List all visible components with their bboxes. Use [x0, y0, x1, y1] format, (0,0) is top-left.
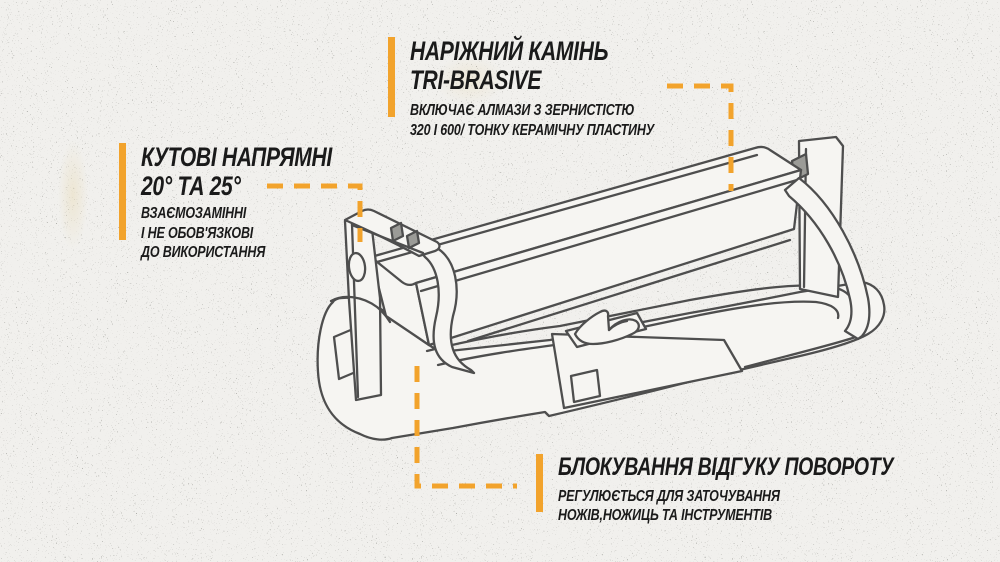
sharpener-base: [316, 238, 886, 441]
accent-bar: [388, 37, 395, 117]
leader-line-corner-stone: [667, 83, 734, 191]
leader-line-angle-guides: [267, 183, 363, 242]
annotation-corner-stone: НАРІЖНИЙ КАМІНЬ TRI-BRASIVE ВКЛЮЧАЄ АЛМА…: [388, 37, 723, 140]
swivel-lock-desc: РЕГУЛЮЄТЬСЯ ДЛЯ ЗАТОЧУВАННЯ НОЖІВ,НОЖИЦЬ…: [558, 487, 893, 526]
annotation-swivel-lock: БЛОКУВАННЯ ВІДГУКУ ПОВОРОТУ РЕГУЛЮЄТЬСЯ …: [536, 454, 988, 526]
corner-stone-desc: ВКЛЮЧАЄ АЛМАЗИ З ЗЕРНИСТІСТЮ 320 І 600/ …: [410, 101, 654, 140]
angle-guide-left: [329, 208, 441, 402]
swivel-lock-desc-line1: РЕГУЛЮЄТЬСЯ ДЛЯ ЗАТОЧУВАННЯ: [558, 487, 780, 505]
front-panel-button: [569, 368, 602, 404]
corner-stone-title-line1: НАРІЖНИЙ КАМІНЬ: [410, 36, 609, 66]
accent-bar: [536, 454, 543, 512]
angle-guides-title-line2: 20° ТА 25°: [141, 170, 241, 201]
angle-guides-desc-line1: ВЗАЄМОЗАМІННІ: [141, 205, 247, 223]
corner-stone-desc-line2: 320 І 600/ ТОНКУ КЕРАМІЧНУ ПЛАСТИНУ: [410, 121, 655, 139]
angle-guides-desc-line3: ДО ВИКОРИСТАННЯ: [141, 244, 266, 262]
angle-guides-title-line1: КУТОВІ НАПРЯМНІ: [141, 142, 332, 172]
swivel-lock-desc-line2: НОЖІВ,НОЖИЦЬ ТА ІНСТРУМЕНТІВ: [558, 507, 773, 525]
angle-guides-title: КУТОВІ НАПРЯМНІ 20° ТА 25°: [141, 143, 332, 200]
leader-line-swivel-lock: [414, 366, 517, 489]
corner-stone-title: НАРІЖНИЙ КАМІНЬ TRI-BRASIVE: [410, 37, 654, 94]
guide-hole: [347, 251, 367, 283]
corner-stone-desc-line1: ВКЛЮЧАЄ АЛМАЗИ З ЗЕРНИСТІСТЮ: [410, 102, 635, 120]
angle-guides-desc-line2: І НЕ ОБОВ'ЯЗКОВІ: [141, 224, 254, 242]
corner-stone-title-line2: TRI-BRASIVE: [410, 64, 542, 95]
swivel-lock-title-line1: БЛОКУВАННЯ ВІДГУКУ ПОВОРОТУ: [558, 453, 894, 481]
stone-cradle-arms: [419, 176, 871, 375]
accent-bar: [119, 143, 126, 240]
angle-guides-desc: ВЗАЄМОЗАМІННІ І НЕ ОБОВ'ЯЗКОВІ ДО ВИКОРИ…: [141, 204, 332, 263]
tri-abrasive-stone: [369, 145, 803, 347]
swivel-lock-title: БЛОКУВАННЯ ВІДГУКУ ПОВОРОТУ: [558, 453, 894, 481]
swivel-lock-lever: [564, 309, 648, 349]
annotation-angle-guides: КУТОВІ НАПРЯМНІ 20° ТА 25° ВЗАЄМОЗАМІННІ…: [119, 143, 386, 263]
